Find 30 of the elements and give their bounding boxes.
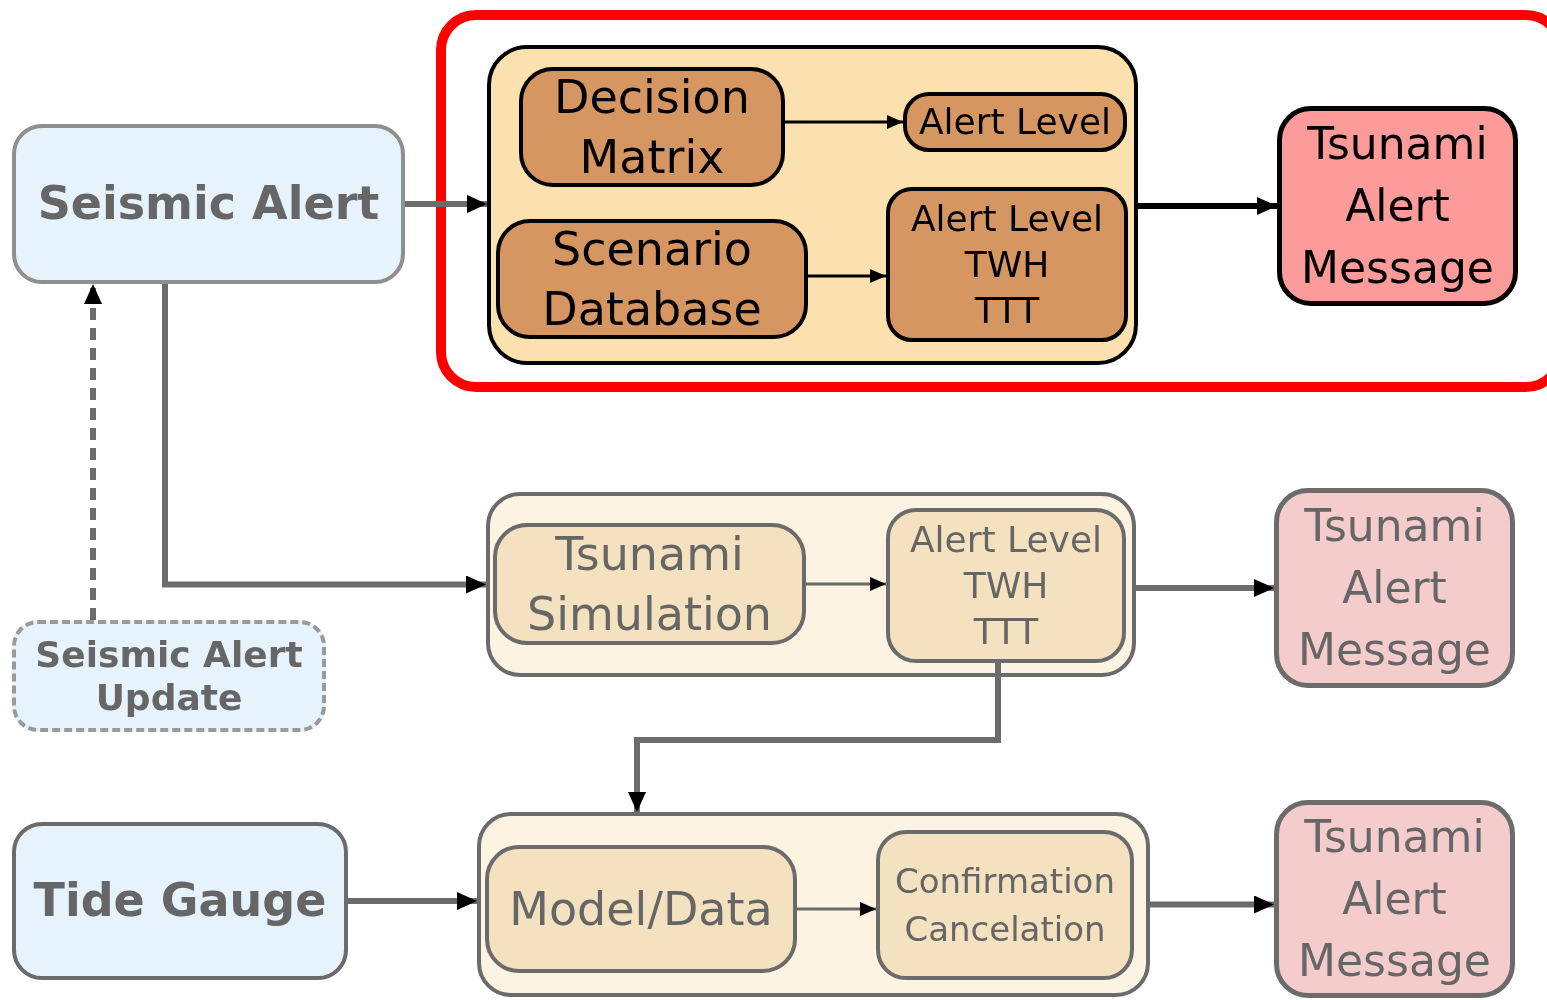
source-box: Seismic Alert: [12, 124, 405, 284]
process-box: Scenario Database: [496, 219, 808, 339]
arrow: [785, 115, 903, 129]
process-box: Alert Level TWH TTT: [886, 187, 1128, 342]
source-box: Seismic Alert Update: [12, 620, 326, 732]
message-box: Tsunami Alert Message: [1274, 488, 1515, 688]
process-box: Model/Data: [485, 845, 797, 973]
source-box: Tide Gauge: [12, 822, 348, 980]
arrow: [348, 892, 477, 910]
process-box: Decision Matrix: [519, 67, 785, 187]
arrow: [806, 577, 886, 591]
process-box: Alert Level TWH TTT: [886, 508, 1126, 663]
arrow: [1138, 197, 1277, 215]
process-box: Alert Level: [903, 92, 1127, 152]
arrow: [808, 269, 886, 283]
process-box: Tsunami Simulation: [493, 523, 806, 645]
arrow: [1136, 579, 1274, 597]
group-panel: [486, 492, 1136, 677]
message-box: Tsunami Alert Message: [1274, 800, 1515, 998]
message-box: Tsunami Alert Message: [1277, 106, 1518, 306]
highlight-frame: [436, 10, 1547, 392]
group-panel: [477, 812, 1150, 997]
arrow: [405, 195, 487, 213]
arrow: [628, 663, 1001, 812]
arrow: [797, 902, 876, 916]
arrow: [162, 284, 486, 594]
arrow: [1150, 895, 1274, 914]
arrow: [84, 284, 102, 620]
process-box: Confirmation Cancelation: [876, 830, 1134, 980]
group-panel: [487, 45, 1138, 365]
